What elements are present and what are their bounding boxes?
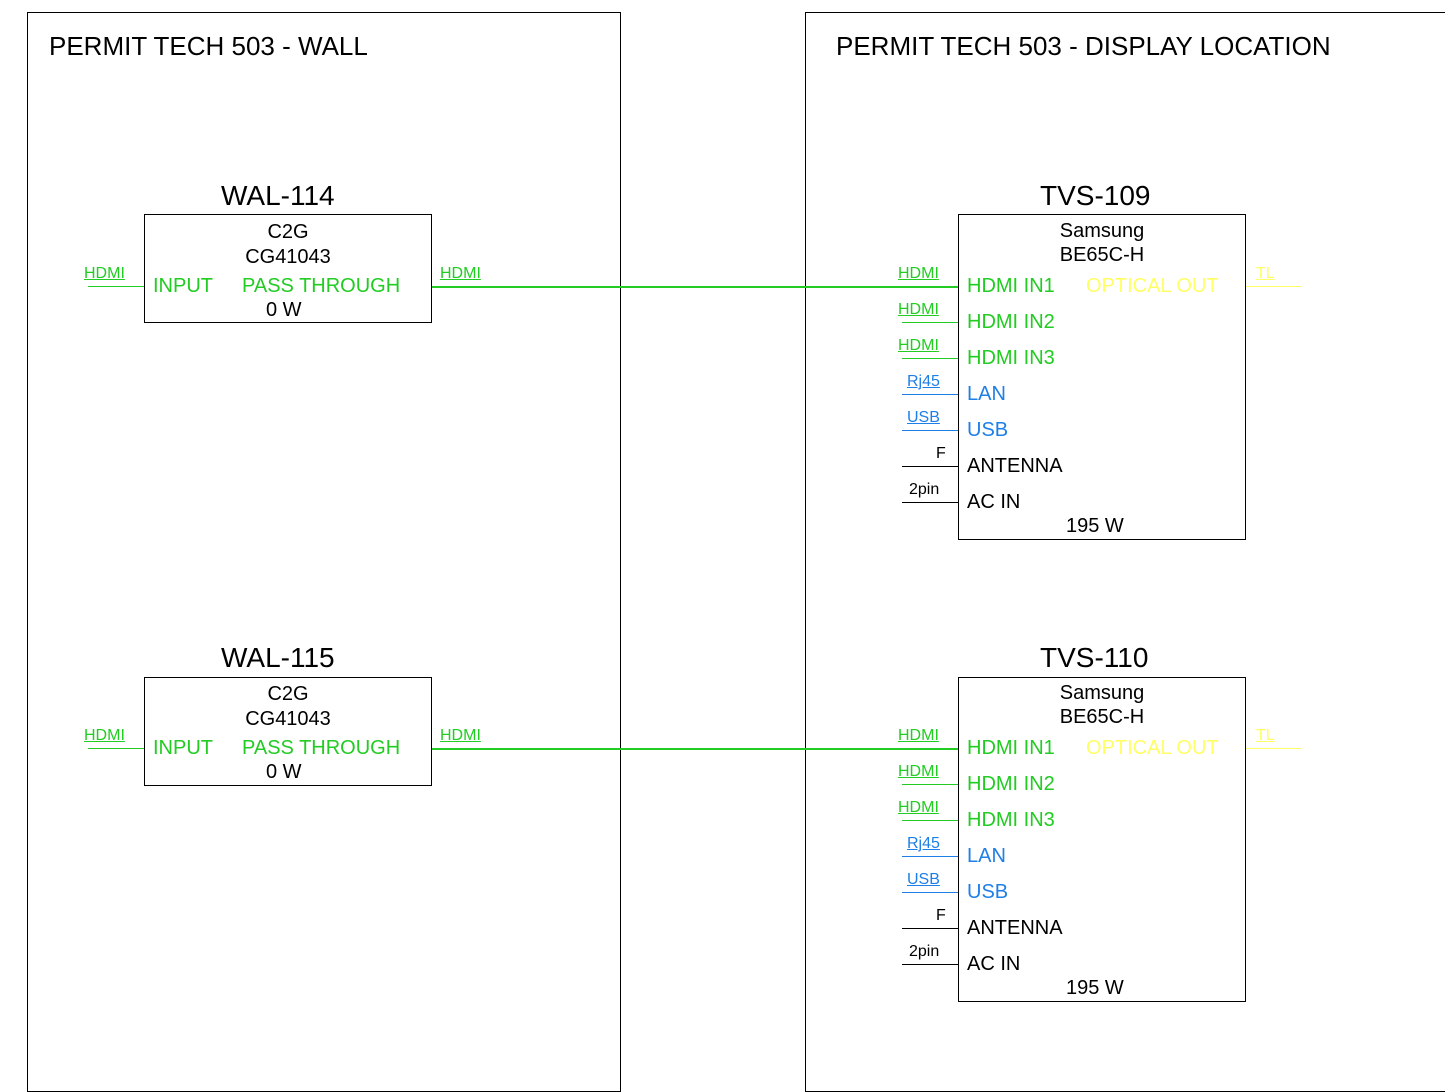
connector-f: F — [936, 907, 946, 924]
hdmi-cable[interactable] — [432, 748, 959, 750]
display-manufacturer: Samsung — [1059, 220, 1145, 242]
connector-rj45: Rj45 — [907, 835, 940, 852]
display-power: 195 W — [1066, 515, 1124, 537]
port-hdmi-in1: HDMI IN1 — [967, 275, 1055, 297]
port-lan: LAN — [967, 845, 1006, 867]
connector-f: F — [936, 445, 946, 462]
connector-hdmi: HDMI — [898, 265, 939, 282]
wall-plate-input-wire — [88, 748, 144, 749]
connector-hdmi: HDMI — [898, 727, 939, 744]
connector-2pin: 2pin — [909, 481, 940, 498]
wall-plate-input-label: INPUT — [153, 275, 213, 297]
wall-plate-input-connector: HDMI — [84, 265, 125, 282]
zone-display-title: PERMIT TECH 503 - DISPLAY LOCATION — [836, 31, 1331, 61]
connector-usb: USB — [907, 871, 940, 888]
display-model: BE65C-H — [1059, 706, 1145, 728]
port-hdmi-in3: HDMI IN3 — [967, 347, 1055, 369]
zone-wall-title: PERMIT TECH 503 - WALL — [49, 31, 368, 61]
port-antenna: ANTENNA — [967, 917, 1063, 939]
connector-tl: TL — [1256, 727, 1275, 744]
display-box[interactable] — [958, 677, 1246, 1002]
connector-hdmi: HDMI — [898, 337, 939, 354]
hdmi-cable[interactable] — [432, 286, 959, 288]
port-usb: USB — [967, 881, 1009, 903]
port-wire — [902, 358, 958, 359]
wall-plate-output-connector: HDMI — [440, 265, 481, 282]
port-wire — [902, 928, 958, 929]
port-hdmi-in3: HDMI IN3 — [967, 809, 1055, 831]
port-optical-out: OPTICAL OUT — [1086, 737, 1219, 759]
port-lan: LAN — [967, 383, 1006, 405]
connector-hdmi: HDMI — [898, 799, 939, 816]
connector-hdmi: HDMI — [898, 301, 939, 318]
port-hdmi-in1: HDMI IN1 — [967, 737, 1055, 759]
connector-hdmi: HDMI — [898, 763, 939, 780]
port-optical-out: OPTICAL OUT — [1086, 275, 1219, 297]
port-wire — [1246, 286, 1302, 287]
wall-plate-manufacturer: C2G — [267, 221, 309, 243]
port-wire — [1246, 748, 1302, 749]
wall-plate-output-label: PASS THROUGH — [242, 737, 401, 759]
port-wire — [902, 820, 958, 821]
port-hdmi-in2: HDMI IN2 — [967, 773, 1055, 795]
port-wire — [902, 784, 958, 785]
zone-wall — [27, 12, 621, 1092]
wall-plate-power: 0 W — [266, 299, 302, 321]
port-ac-in: AC IN — [967, 953, 1021, 975]
connector-2pin: 2pin — [909, 943, 940, 960]
connector-tl: TL — [1256, 265, 1275, 282]
display-box[interactable] — [958, 214, 1246, 540]
port-ac-in: AC IN — [967, 491, 1021, 513]
connector-rj45: Rj45 — [907, 373, 940, 390]
port-wire — [902, 430, 958, 431]
display-model: BE65C-H — [1059, 244, 1145, 266]
port-wire — [902, 856, 958, 857]
wall-plate-power: 0 W — [266, 761, 302, 783]
wall-plate-model: CG41043 — [245, 708, 331, 730]
port-wire — [902, 394, 958, 395]
wall-plate-output-label: PASS THROUGH — [242, 275, 401, 297]
port-wire — [902, 964, 958, 965]
display-tag: TVS-110 — [1040, 642, 1149, 673]
display-manufacturer: Samsung — [1059, 682, 1145, 704]
port-antenna: ANTENNA — [967, 455, 1063, 477]
port-wire — [902, 502, 958, 503]
wall-plate-input-connector: HDMI — [84, 727, 125, 744]
port-usb: USB — [967, 419, 1009, 441]
wall-plate-tag: WAL-115 — [221, 642, 335, 673]
wall-plate-box[interactable] — [144, 677, 432, 786]
port-hdmi-in2: HDMI IN2 — [967, 311, 1055, 333]
port-wire — [902, 466, 958, 467]
wall-plate-input-label: INPUT — [153, 737, 213, 759]
wall-plate-manufacturer: C2G — [267, 683, 309, 705]
port-wire — [902, 892, 958, 893]
wall-plate-output-connector: HDMI — [440, 727, 481, 744]
wall-plate-model: CG41043 — [245, 246, 331, 268]
wall-plate-box[interactable] — [144, 214, 432, 323]
connector-usb: USB — [907, 409, 940, 426]
display-tag: TVS-109 — [1040, 180, 1151, 211]
port-wire — [902, 322, 958, 323]
display-power: 195 W — [1066, 977, 1124, 999]
wall-plate-tag: WAL-114 — [221, 180, 335, 211]
wall-plate-input-wire — [88, 286, 144, 287]
